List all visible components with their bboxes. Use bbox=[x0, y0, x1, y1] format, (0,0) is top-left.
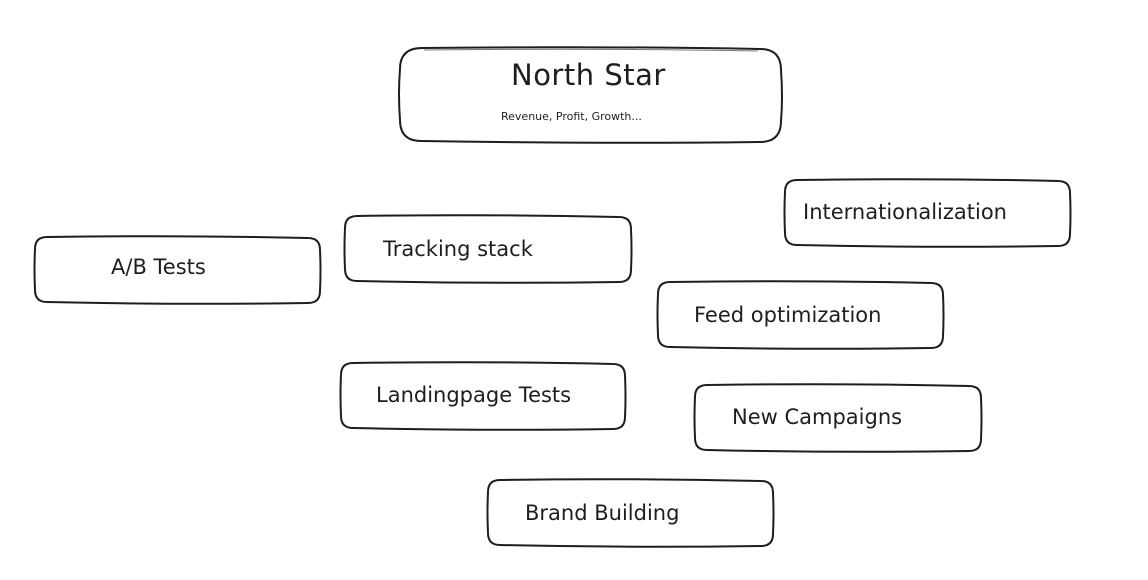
brand-building-box[interactable] bbox=[486, 478, 775, 548]
feed-optimization-box[interactable] bbox=[656, 280, 945, 350]
new-campaigns-label: New Campaigns bbox=[732, 405, 903, 429]
landingpage-tests-label: Landingpage Tests bbox=[376, 383, 572, 407]
internationalization-box[interactable] bbox=[783, 178, 1072, 248]
north-star-box[interactable] bbox=[398, 46, 783, 144]
new-campaigns-box[interactable] bbox=[693, 383, 983, 453]
landingpage-tests-box[interactable] bbox=[339, 361, 627, 431]
tracking-stack-label: Tracking stack bbox=[383, 237, 533, 261]
brand-building-label: Brand Building bbox=[525, 501, 680, 525]
ab-tests-label: A/B Tests bbox=[111, 255, 206, 279]
ab-tests-box[interactable] bbox=[33, 235, 322, 305]
internationalization-label: Internationalization bbox=[803, 200, 1007, 224]
north-star-title: North Star bbox=[511, 58, 666, 92]
north-star-subtitle: Revenue, Profit, Growth... bbox=[501, 110, 642, 123]
tracking-stack-box[interactable] bbox=[343, 214, 633, 284]
feed-optimization-label: Feed optimization bbox=[694, 303, 882, 327]
